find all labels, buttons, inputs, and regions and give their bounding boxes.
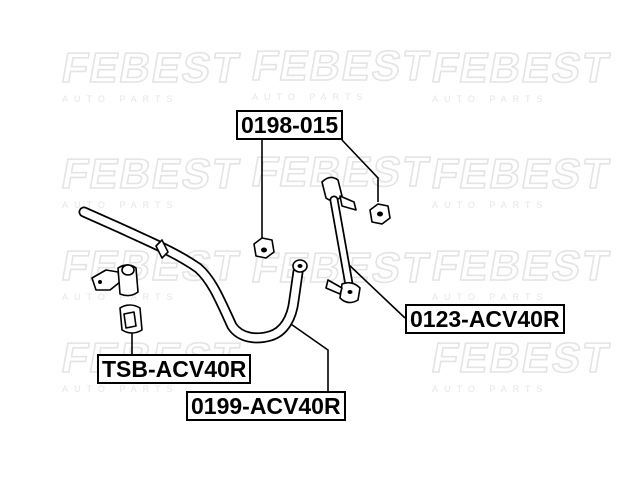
watermark-tile: FEBEST (428, 149, 615, 197)
watermark-tile: FEBEST (248, 41, 435, 89)
watermark-subtitle: AUTO PARTS (252, 92, 369, 102)
watermark-brand: FEBEST (248, 42, 434, 89)
leader-line-stabilizer-link (345, 261, 406, 319)
watermark-subtitle: AUTO PARTS (432, 384, 549, 394)
watermark-brand: FEBEST (428, 150, 614, 197)
watermark-subtitle: AUTO PARTS (432, 94, 549, 104)
watermark-subtitle: AUTO PARTS (62, 292, 179, 302)
leader-line-bushing-kit-right (341, 139, 379, 202)
part-label-stabilizer-link[interactable]: 0123-ACV40R (405, 304, 565, 334)
bar-bushing-drawing (119, 304, 143, 334)
watermark-brand: FEBEST (248, 148, 434, 195)
watermark-brand: FEBEST (428, 334, 614, 381)
watermark-brand: FEBEST (428, 44, 614, 91)
leader-lines (131, 139, 406, 392)
stabilizer-link-drawing (321, 176, 361, 304)
leader-line-bar-bushing-alt (287, 321, 329, 392)
watermark-tile: FEBEST (428, 43, 615, 91)
watermark-tile: FEBEST (58, 149, 245, 197)
watermark-tile: FEBEST (428, 241, 615, 289)
bar-bushing-bracket-drawing (91, 264, 139, 297)
watermark-brand: FEBEST (58, 150, 244, 197)
watermark-brand: FEBEST (428, 242, 614, 289)
watermark-subtitle: AUTO PARTS (62, 200, 179, 210)
watermark-brand: FEBEST (58, 44, 244, 91)
watermark-subtitle: AUTO PARTS (432, 292, 549, 302)
bushing-kit-drawing (253, 203, 391, 259)
part-label-bar-bushing-alt[interactable]: 0199-ACV40R (186, 391, 346, 421)
watermark-subtitle: AUTO PARTS (62, 384, 179, 394)
watermark-subtitle: AUTO PARTS (432, 200, 549, 210)
watermark-subtitle: AUTO PARTS (62, 94, 179, 104)
stabilizer-bar-drawing (78, 206, 308, 344)
watermark-tile: FEBEST (248, 147, 435, 195)
watermark-tile: FEBEST (428, 333, 615, 381)
part-label-bar-bushing[interactable]: TSB-ACV40R (97, 354, 252, 384)
part-label-bushing-kit[interactable]: 0198-015 (236, 110, 344, 140)
watermark-tile: FEBEST (58, 43, 245, 91)
